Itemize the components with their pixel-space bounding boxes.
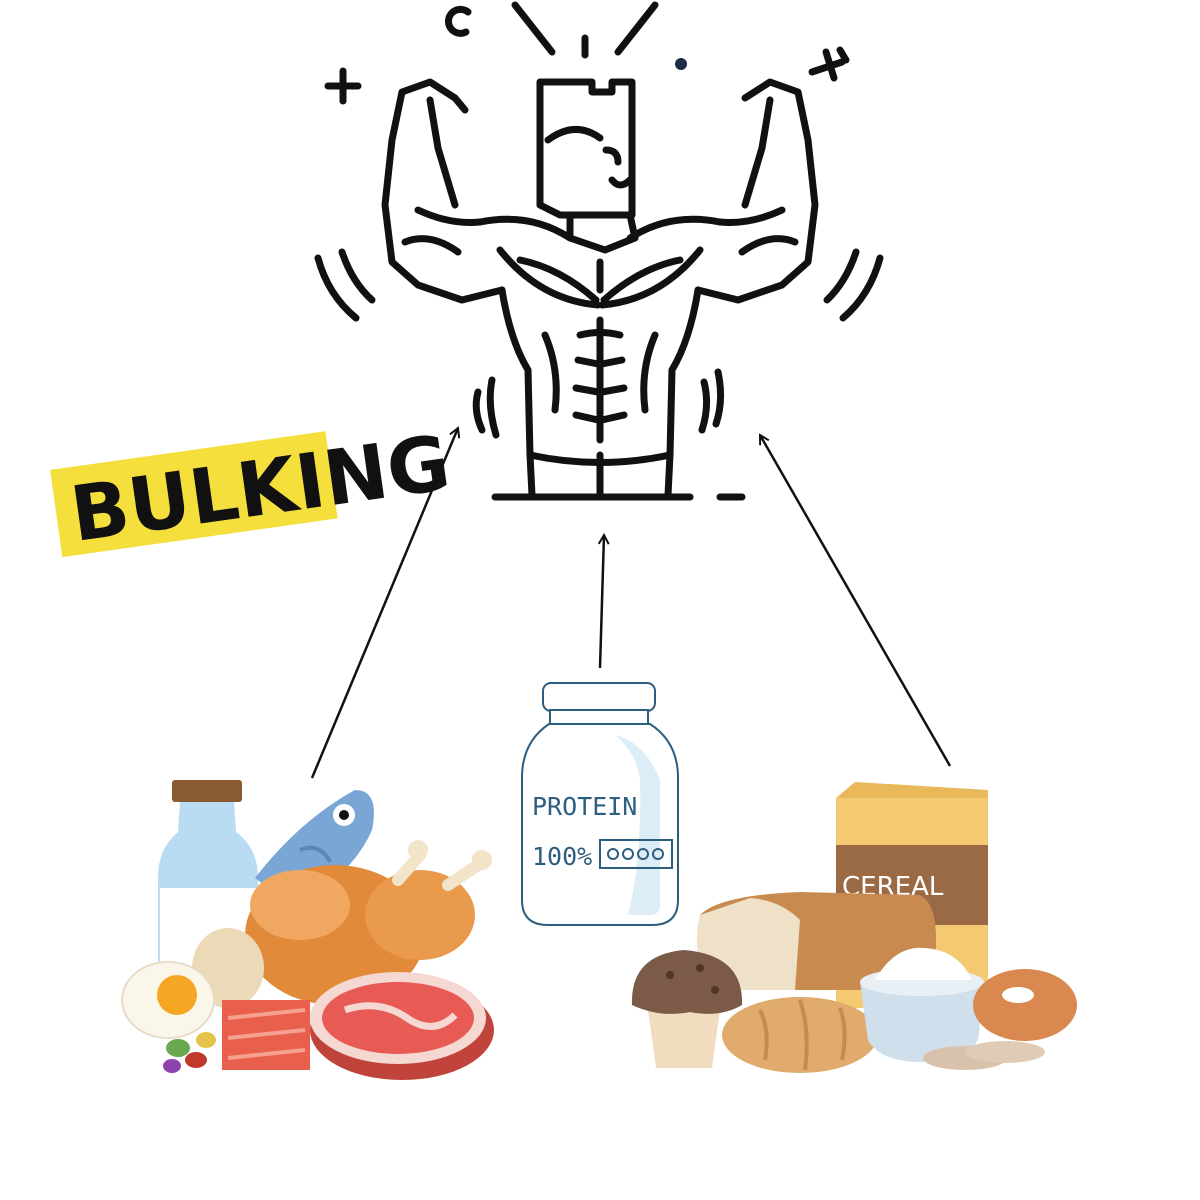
protein-foods-group [121, 780, 494, 1080]
bagel-icon [973, 969, 1077, 1041]
chicken-icon [245, 840, 492, 1005]
jar-label-line2: 100% [532, 842, 592, 871]
salmon-icon [222, 1000, 310, 1070]
bulking-badge: BULKING [50, 418, 455, 559]
arrow-right [758, 435, 952, 767]
arrow-left [310, 428, 458, 779]
egg-icon [121, 928, 264, 1039]
flour-bowl-icon [860, 947, 985, 1062]
sparkle-marks [314, 1, 884, 501]
crackers-icon [923, 1041, 1045, 1070]
steak-icon [310, 972, 494, 1080]
muscle-man-icon [314, 1, 884, 501]
carb-foods-group: CEREAL [631, 782, 1077, 1073]
badge-background [50, 431, 338, 558]
protein-jar-icon: PROTEIN 100% [521, 682, 679, 926]
jar-label-line1: PROTEIN [532, 792, 637, 821]
arrows [310, 428, 952, 779]
page-title: BULKING [65, 418, 455, 559]
dot-mark [675, 58, 687, 70]
arrow-center [600, 535, 604, 669]
beans-icon [163, 1032, 216, 1073]
muffin-icon [631, 950, 743, 1068]
croissant-icon [722, 997, 878, 1073]
